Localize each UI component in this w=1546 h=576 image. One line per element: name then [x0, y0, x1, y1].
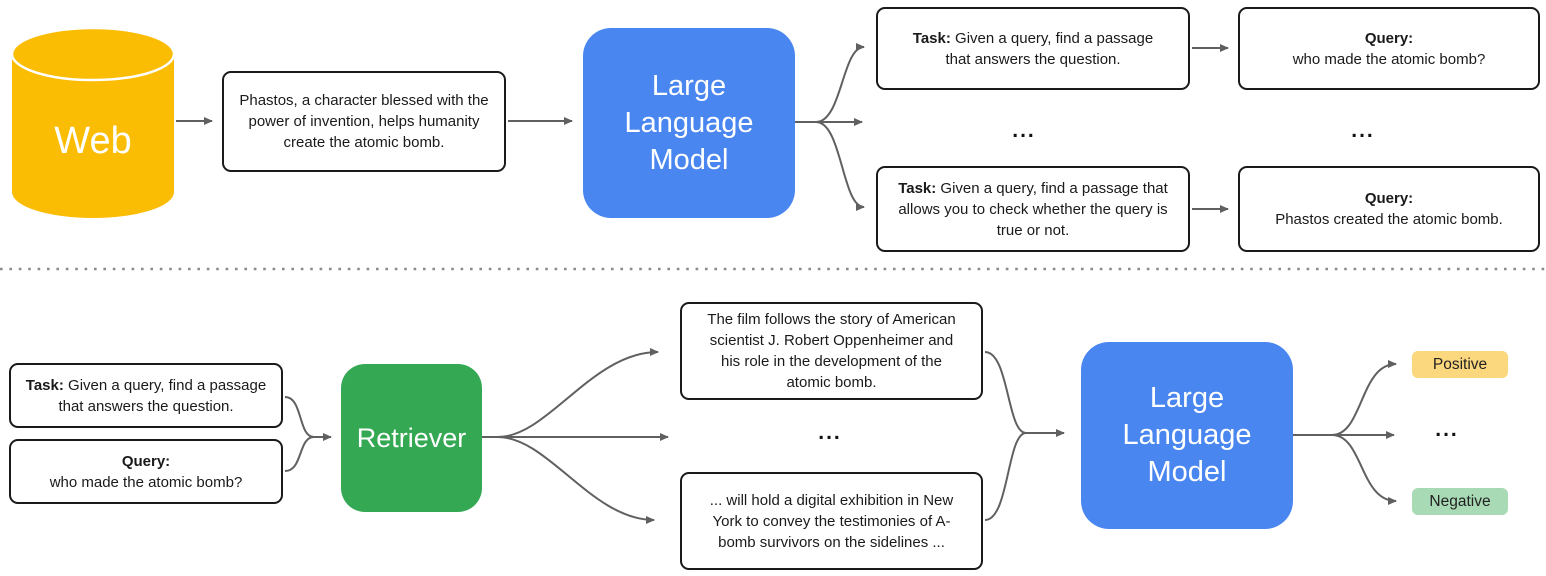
llm-top-label: Large Language Model — [624, 69, 754, 176]
task-qa-text: Task: Given a query, find a passage that… — [912, 29, 1154, 68]
llm-branch-up — [815, 43, 865, 123]
retriever-box: Retriever — [341, 364, 482, 512]
input-task-box: Task: Given a query, find a passage that… — [9, 363, 283, 428]
task-check-text: Task: Given a query, find a passage that… — [898, 179, 1168, 239]
ellipsis-top-queries: ... — [1351, 119, 1375, 142]
query-qa-label: Query: — [1364, 29, 1414, 47]
ellipsis-passages: ... — [818, 421, 842, 444]
merge-passage-b-curve — [984, 432, 1027, 521]
negative-label: Negative — [1429, 492, 1491, 510]
retriever-label: Retriever — [356, 422, 467, 453]
merge-task-curve — [284, 396, 315, 438]
task-check-box: Task: Given a query, find a passage that… — [876, 166, 1190, 252]
query-check-label: Query: — [1364, 190, 1414, 207]
query-qa-box: Query: who made the atomic bomb? — [1238, 7, 1540, 90]
llm2-branch-down — [1331, 434, 1397, 505]
merge-query-curve — [284, 436, 315, 472]
retriever-branch-down — [497, 436, 655, 524]
retrieved-passage-a-box: The film follows the story of American s… — [680, 302, 983, 400]
input-query-label: Query: — [121, 452, 171, 470]
llm-bottom-label: Large Language Model — [1122, 382, 1252, 488]
retrieved-passage-a-text: The film follows the story of American s… — [707, 311, 956, 391]
query-check-box: Query: Phastos created the atomic bomb. — [1238, 166, 1540, 252]
web-label: Web — [54, 119, 132, 162]
query-check-text: Phastos created the atomic bomb. — [1275, 211, 1503, 228]
retrieved-passage-b-box: ... will hold a digital exhibition in Ne… — [680, 472, 983, 570]
ellipsis-outputs: ... — [1435, 418, 1459, 441]
llm-branch-down — [815, 121, 865, 211]
web-database-icon — [10, 26, 176, 218]
query-qa-text: who made the atomic bomb? — [1292, 50, 1486, 68]
input-task-text: Task: Given a query, find a passage that… — [25, 376, 267, 415]
merge-passage-a-curve — [984, 351, 1027, 434]
input-query-box: Query: who made the atomic bomb? — [9, 439, 283, 504]
positive-label: Positive — [1432, 355, 1488, 373]
llm2-branch-up — [1331, 360, 1397, 436]
llm-top-box: Large Language Model — [583, 28, 795, 218]
positive-badge: Positive — [1412, 351, 1508, 378]
source-passage-box: Phastos, a character blessed with the po… — [222, 71, 506, 172]
ellipsis-top-tasks: ... — [1012, 119, 1036, 142]
llm-bottom-box: Large Language Model — [1081, 342, 1293, 529]
retriever-branch-up — [497, 348, 659, 438]
negative-badge: Negative — [1412, 488, 1508, 515]
input-query-text: who made the atomic bomb? — [49, 473, 243, 491]
task-qa-box: Task: Given a query, find a passage that… — [876, 7, 1190, 90]
source-passage-text: Phastos, a character blessed with the po… — [239, 92, 489, 151]
retrieved-passage-b-text: ... will hold a digital exhibition in Ne… — [709, 491, 954, 551]
